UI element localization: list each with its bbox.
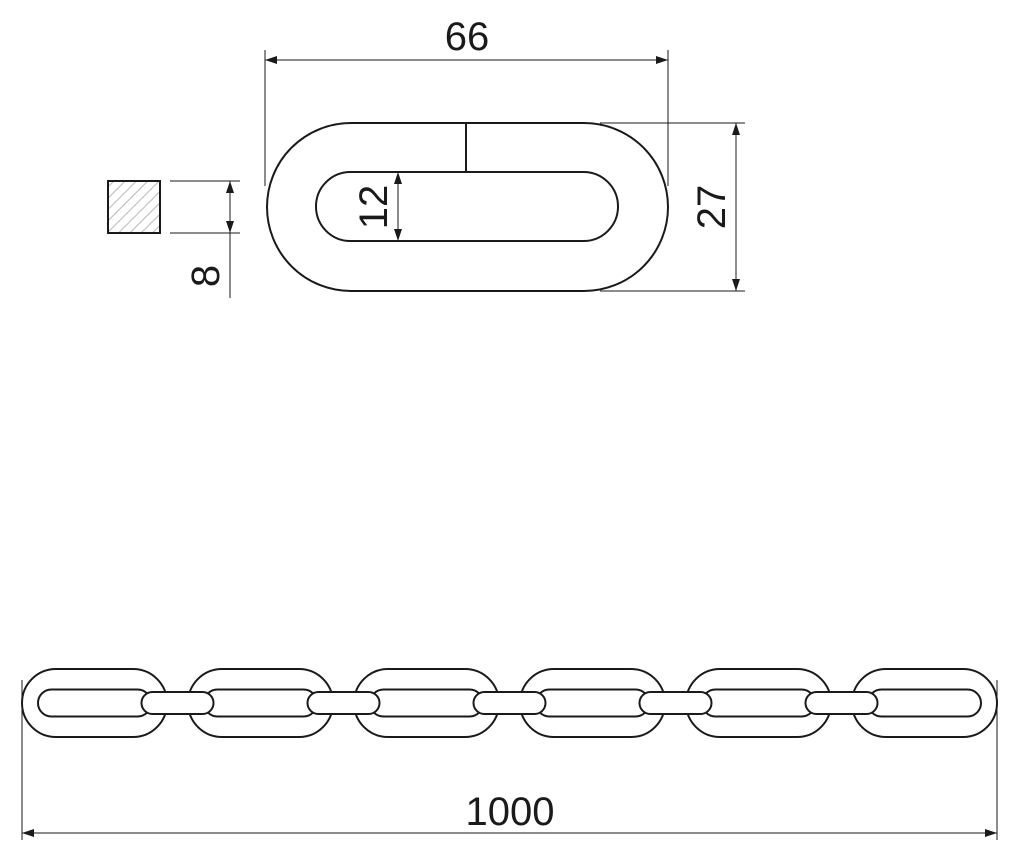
hatched-section xyxy=(107,180,161,234)
chain-link-hole xyxy=(203,688,318,718)
thickness-label: 8 xyxy=(184,265,228,287)
wire-cross-section: 8 xyxy=(107,180,240,298)
chain-link-hole xyxy=(867,688,982,718)
chain-link-edge xyxy=(638,691,713,715)
single-link xyxy=(266,122,669,292)
chain-link-edge xyxy=(306,691,381,715)
chain-link-hole xyxy=(701,688,816,718)
chain-link-hole xyxy=(535,688,650,718)
chain-link-edge xyxy=(472,691,547,715)
dimension-length: 66 xyxy=(264,15,669,186)
chain-link-edge xyxy=(140,691,215,715)
dimension-chain-length: 1000 xyxy=(21,680,998,840)
chain xyxy=(21,668,998,738)
inner-width-label: 12 xyxy=(352,185,396,230)
width-label: 27 xyxy=(690,185,734,230)
chain-link-edge xyxy=(804,691,879,715)
dimension-width: 27 xyxy=(600,122,745,292)
chain-link-hole xyxy=(369,688,484,718)
chain-length-label: 1000 xyxy=(466,790,555,834)
length-label: 66 xyxy=(445,15,490,59)
dimension-inner: 12 xyxy=(352,172,402,241)
chain-link-hole xyxy=(37,688,152,718)
